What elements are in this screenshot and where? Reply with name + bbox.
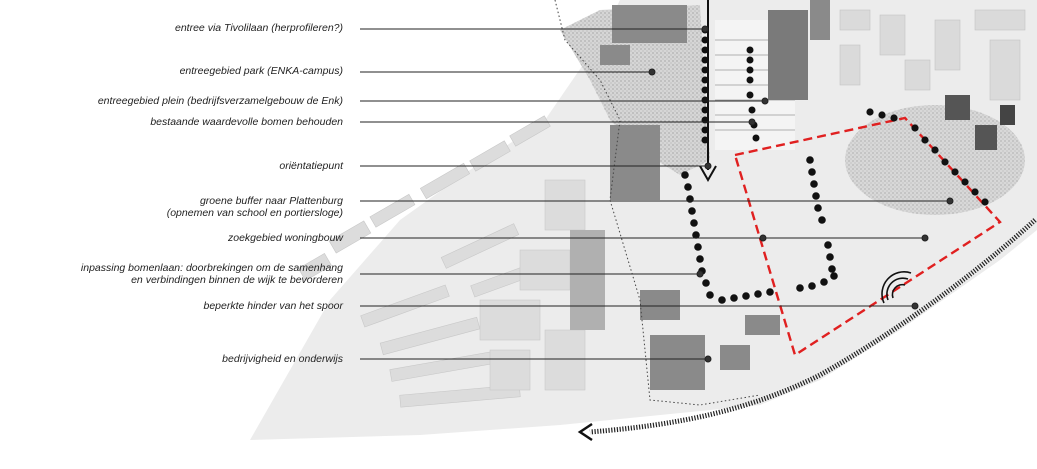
leader-lines [360, 25, 954, 363]
label-bomenlaan: inpassing bomenlaan: doorbrekingen om de… [80, 262, 343, 274]
park-entrance-area [560, 5, 710, 175]
train-noise-icon [881, 271, 912, 304]
residential-blocks-west [298, 115, 586, 408]
label-bedrijvigheid: bedrijvigheid en onderwijs [222, 353, 343, 365]
label-zoekgebied: zoekgebied woningbouw [227, 232, 343, 244]
label-groene-buffer-sub: (opnemen van school en portiersloge) [166, 207, 343, 219]
label-bestaande-bomen: bestaande waardevolle bomen behouden [150, 116, 343, 128]
label-entreegebied-park: entreegebied park (ENKA-campus) [179, 65, 343, 77]
label-spoor: beperkte hinder van het spoor [203, 300, 343, 312]
label-entree: entree via Tivolilaan (herprofileren?) [175, 22, 343, 34]
railway-direction-arrow-icon [577, 422, 593, 442]
buildings-dark [570, 0, 1015, 390]
label-orientatiepunt: oriëntatiepunt [279, 160, 343, 172]
housing-search-area-boundary [733, 116, 1002, 357]
label-bomenlaan-sub: en verbindingen binnen de wijk te bevord… [131, 274, 343, 286]
label-groene-buffer: groene buffer naar Plattenburg [199, 195, 343, 207]
label-entreegebied-plein: entreegebied plein (bedrijfsverzamelgebo… [97, 95, 343, 107]
residential-blocks-east [839, 9, 1026, 101]
green-buffer-area [845, 105, 1025, 215]
